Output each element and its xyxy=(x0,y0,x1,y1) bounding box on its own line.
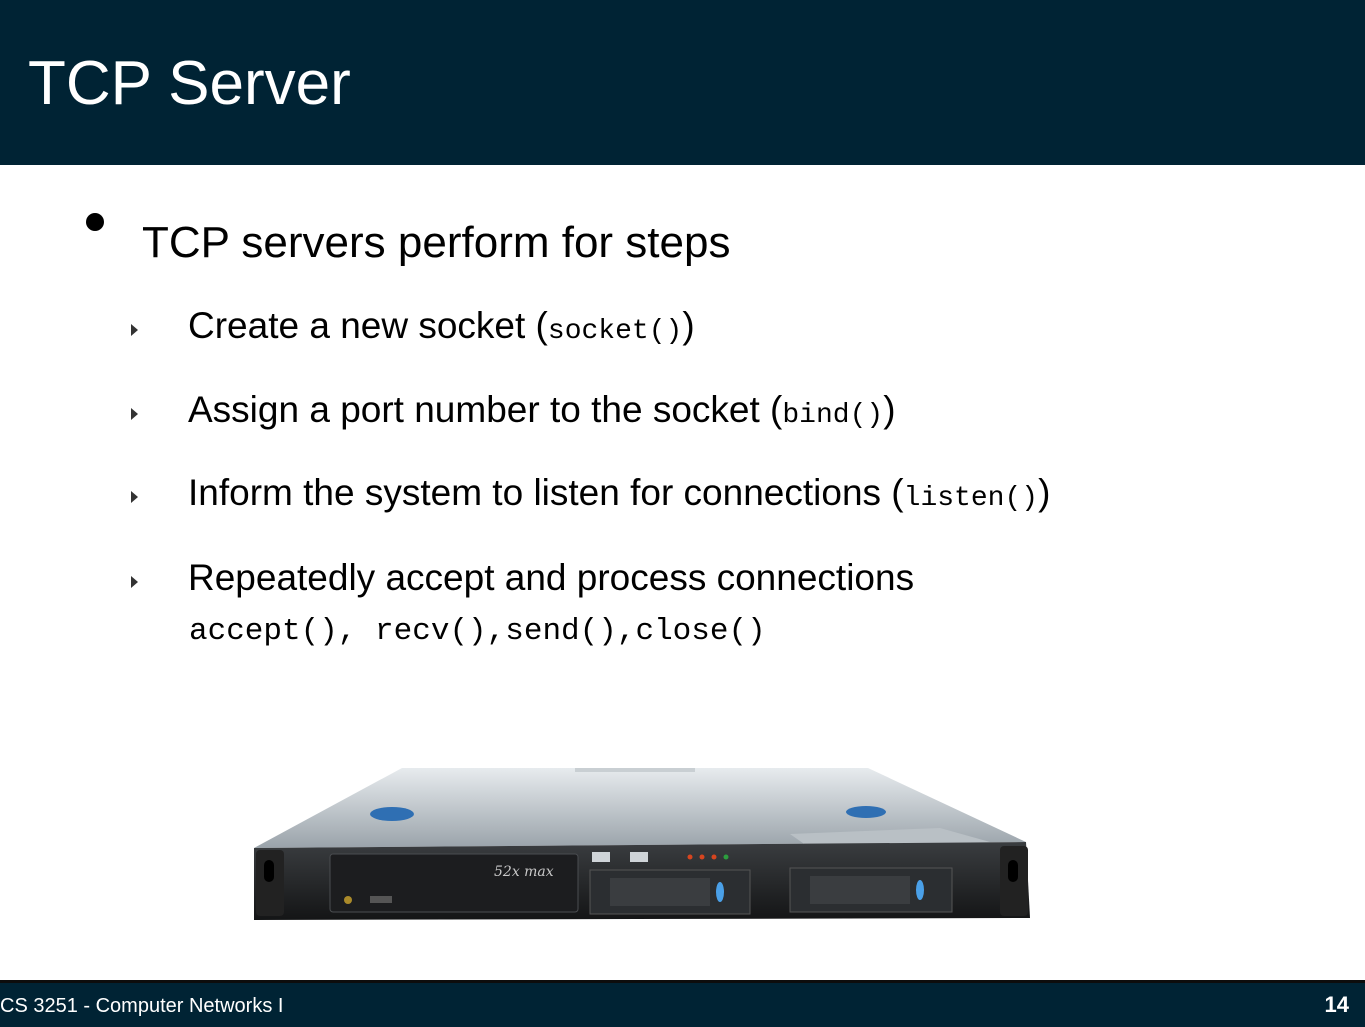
rack-server-image: 52x max xyxy=(254,768,1030,920)
step-text: Inform the system to listen for connecti… xyxy=(188,472,904,513)
step-1: Create a new socket (socket()) xyxy=(188,304,695,354)
main-bullet-text: TCP servers perform for steps xyxy=(142,218,731,267)
bullet-dot xyxy=(86,213,104,231)
title-bar: TCP Server xyxy=(0,0,1365,165)
step-code: socket() xyxy=(547,316,683,347)
sub-bullet-arrow-icon xyxy=(131,576,138,588)
sub-bullet-arrow-icon xyxy=(131,408,138,420)
step-text: Assign a port number to the socket ( xyxy=(188,389,783,430)
page-number: 14 xyxy=(1324,992,1349,1017)
sub-bullet-arrow-icon xyxy=(131,324,138,336)
step-code: bind() xyxy=(782,400,884,431)
step-3: Inform the system to listen for connecti… xyxy=(188,471,1050,521)
server-brand-label: 52x max xyxy=(494,864,554,880)
step-text: Repeatedly accept and process connection… xyxy=(188,557,915,598)
step-2: Assign a port number to the socket (bind… xyxy=(188,388,896,438)
step-4: Repeatedly accept and process connection… xyxy=(188,556,914,600)
footer-course-name: CS 3251 - Computer Networks I xyxy=(0,995,284,1017)
step-close-paren: ) xyxy=(682,305,695,346)
footer-bar: CS 3251 - Computer Networks I 14 xyxy=(0,980,1365,1027)
code-line: accept(), recv(),send(),close() xyxy=(189,614,766,649)
step-text: Create a new socket ( xyxy=(188,305,548,346)
step-close-paren: ) xyxy=(1038,472,1051,513)
step-code: listen() xyxy=(903,483,1039,514)
sub-bullet-arrow-icon xyxy=(131,491,138,503)
step-close-paren: ) xyxy=(883,389,896,430)
slide-title: TCP Server xyxy=(28,49,351,118)
